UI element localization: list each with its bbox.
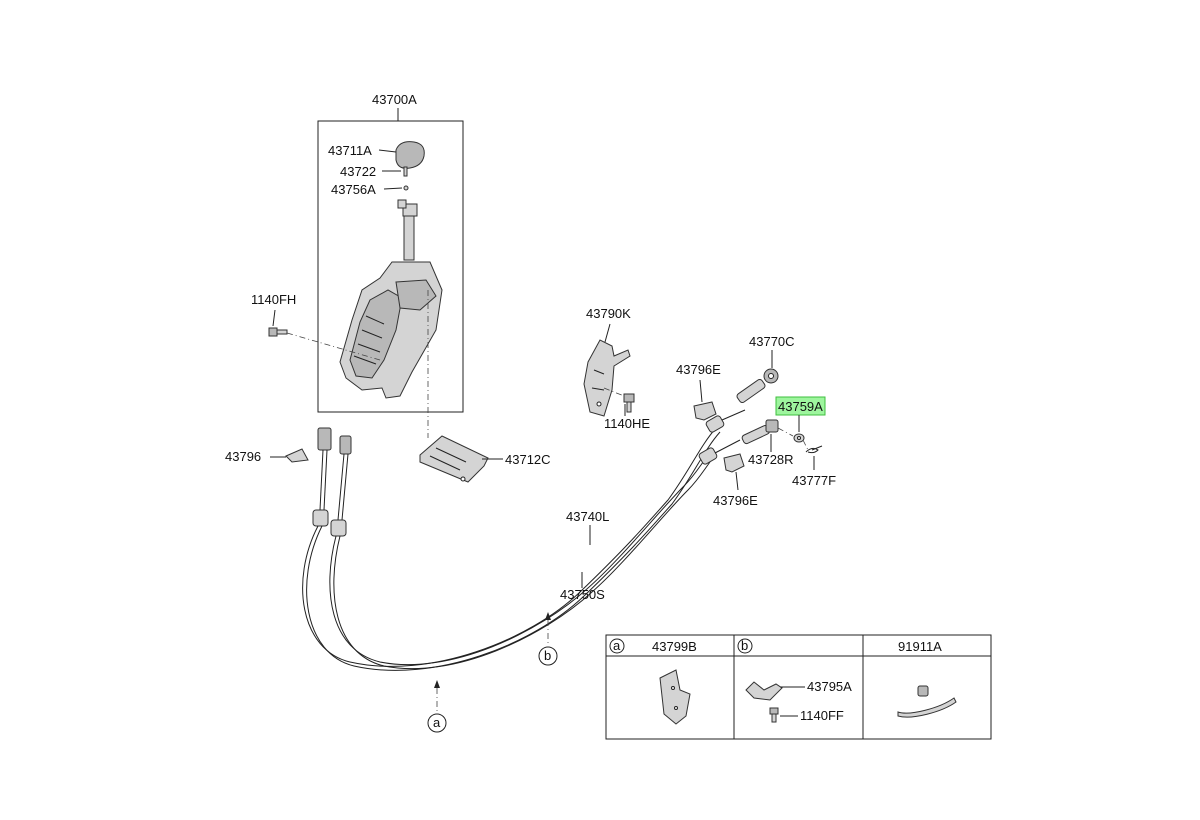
shift-knob[interactable] bbox=[395, 141, 425, 169]
label-43770C[interactable]: 43770C bbox=[749, 334, 795, 349]
clip-43796E-top[interactable] bbox=[693, 401, 717, 421]
table-marker-a: a bbox=[613, 638, 621, 653]
label-43756A[interactable]: 43756A bbox=[331, 182, 376, 197]
table-part-43795A[interactable]: 43795A bbox=[807, 679, 852, 694]
label-43796E-top[interactable]: 43796E bbox=[676, 362, 721, 377]
bracket-43795A[interactable] bbox=[745, 681, 783, 701]
svg-text:a: a bbox=[433, 715, 441, 730]
bracket-43712C[interactable] bbox=[419, 435, 489, 483]
clip-43796[interactable] bbox=[285, 448, 309, 463]
bracket-43790K[interactable] bbox=[583, 339, 631, 417]
label-43740L[interactable]: 43740L bbox=[566, 509, 609, 524]
assembly-frame bbox=[317, 120, 464, 413]
shift-lever-assembly-group: 43700A 43711A 43722 43756A bbox=[317, 92, 464, 413]
lever-body[interactable] bbox=[339, 199, 443, 399]
label-43790K[interactable]: 43790K bbox=[586, 306, 631, 321]
marker-a[interactable]: a bbox=[427, 680, 447, 733]
label-43722[interactable]: 43722 bbox=[340, 164, 376, 179]
cable-43740L[interactable] bbox=[302, 427, 717, 667]
label-43728R[interactable]: 43728R bbox=[748, 452, 794, 467]
bolt-1140HE[interactable] bbox=[623, 393, 635, 413]
small-ball[interactable] bbox=[403, 185, 409, 191]
label-43759A[interactable]: 43759A bbox=[778, 399, 823, 414]
label-43700A[interactable]: 43700A bbox=[372, 92, 417, 107]
highlight-43759A bbox=[775, 396, 826, 416]
table-marker-b: b bbox=[741, 638, 748, 653]
table-part-91911A[interactable]: 91911A bbox=[898, 639, 942, 654]
bolt-1140FF[interactable] bbox=[769, 707, 779, 723]
label-1140FH[interactable]: 1140FH bbox=[251, 292, 296, 307]
bracket-43799B[interactable] bbox=[659, 669, 691, 725]
marker-b[interactable]: b bbox=[538, 612, 558, 666]
bushing-43728R[interactable] bbox=[741, 419, 779, 445]
label-43711A[interactable]: 43711A bbox=[328, 143, 372, 158]
rod-end-43770C[interactable] bbox=[736, 368, 779, 404]
svg-text:b: b bbox=[544, 648, 551, 663]
cable-tie-91911A[interactable] bbox=[897, 685, 957, 718]
parts-table: a 43799B b 43795A 1140FF 91911A bbox=[605, 634, 992, 740]
label-1140HE[interactable]: 1140HE bbox=[604, 416, 650, 431]
cable-ends-left bbox=[312, 427, 352, 537]
bolt-1140FH[interactable] bbox=[268, 327, 288, 337]
table-part-1140FF[interactable]: 1140FF bbox=[800, 708, 844, 723]
label-43712C[interactable]: 43712C bbox=[505, 452, 551, 467]
label-43796[interactable]: 43796 bbox=[225, 449, 261, 464]
clip-43796E-bottom[interactable] bbox=[723, 453, 745, 473]
cable-43750S[interactable] bbox=[329, 457, 707, 666]
label-43777F[interactable]: 43777F bbox=[792, 473, 836, 488]
label-43796E-bottom[interactable]: 43796E bbox=[713, 493, 758, 508]
pin-43777F[interactable] bbox=[805, 445, 823, 454]
cable-ends-right bbox=[698, 409, 746, 465]
spring-pin[interactable] bbox=[403, 166, 408, 177]
label-43750S[interactable]: 43750S bbox=[560, 587, 605, 602]
table-part-43799B[interactable]: 43799B bbox=[652, 639, 697, 654]
